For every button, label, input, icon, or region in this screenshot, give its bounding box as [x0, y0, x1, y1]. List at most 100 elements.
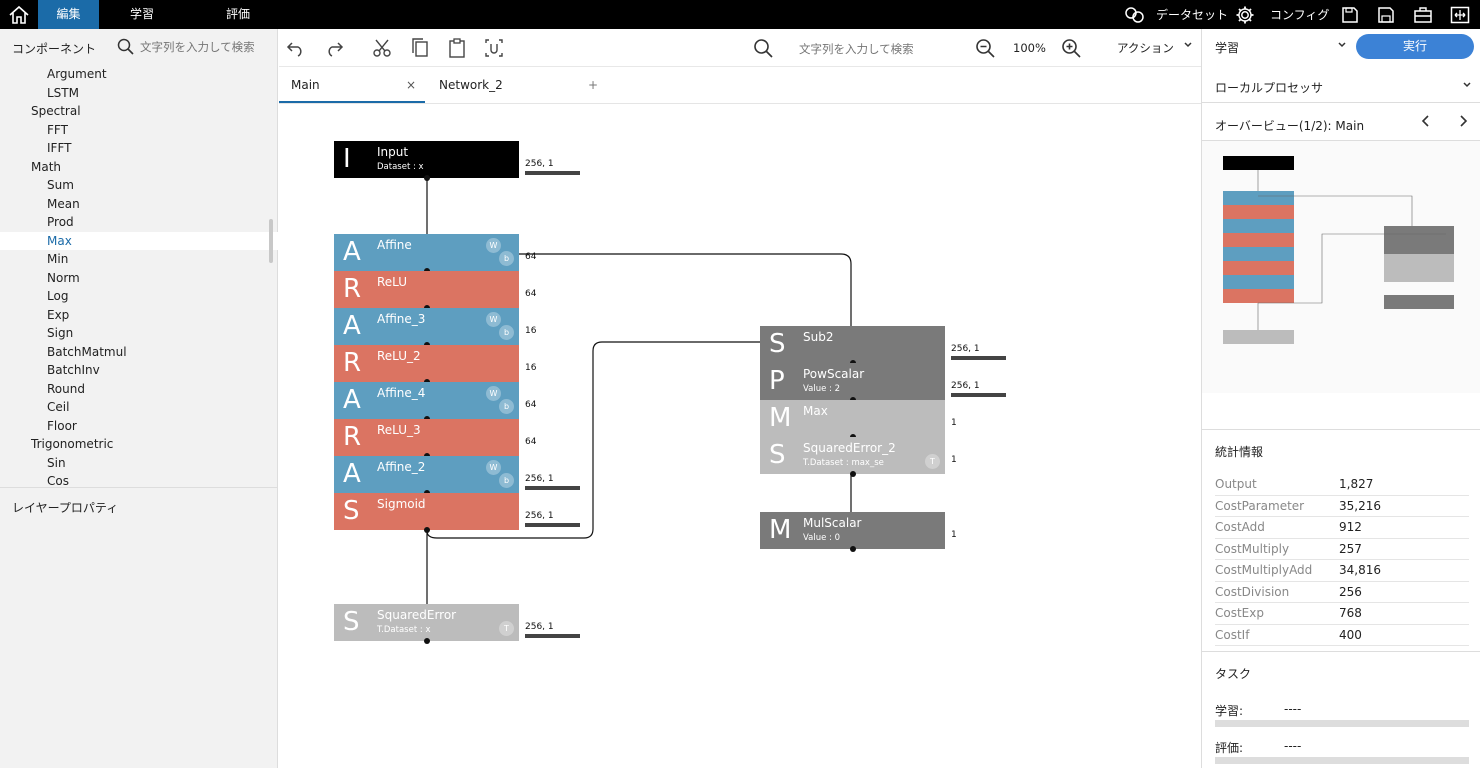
copy-icon[interactable] — [408, 36, 432, 60]
zoom-in-icon[interactable] — [1059, 36, 1083, 60]
layer-letter: A — [343, 385, 361, 415]
menu-train[interactable]: 学習 — [129, 7, 154, 21]
tree-item[interactable]: Exp — [47, 307, 70, 322]
output-port[interactable] — [850, 546, 856, 552]
network-tabs: Main × Network_2 + — [279, 67, 1201, 104]
dataset-label[interactable]: データセット — [1156, 8, 1229, 22]
menu-evaluate[interactable]: 評価 — [225, 7, 250, 21]
tree-item[interactable]: Ceil — [47, 400, 70, 414]
tree-item[interactable]: Sin — [47, 455, 66, 470]
eval-progress-bar — [1215, 757, 1469, 764]
tree-item[interactable]: Log — [47, 289, 69, 303]
target-badge[interactable]: T — [499, 621, 514, 636]
output-port[interactable] — [424, 638, 430, 644]
overview-minimap[interactable] — [1202, 141, 1480, 393]
processor-select[interactable]: ローカルプロセッサ — [1202, 67, 1480, 103]
tree-item[interactable]: Spectral — [31, 104, 81, 118]
action-menu[interactable]: アクション — [1117, 40, 1192, 56]
cut-icon[interactable] — [370, 36, 394, 60]
save-as-icon[interactable] — [1374, 3, 1398, 27]
zoom-out-icon[interactable] — [973, 36, 997, 60]
tree-item[interactable]: Norm — [47, 270, 80, 285]
tree-item[interactable]: Max — [0, 231, 278, 250]
tree-scrollbar[interactable] — [269, 219, 273, 263]
canvas-search-input[interactable] — [799, 40, 959, 58]
bias-badge[interactable]: b — [499, 399, 514, 414]
tree-item[interactable]: Round — [47, 381, 85, 396]
zoom-level: 100% — [1013, 41, 1046, 55]
bias-badge[interactable]: b — [499, 473, 514, 488]
tree-item[interactable]: Prod — [47, 215, 74, 229]
close-icon[interactable]: × — [406, 78, 417, 92]
tree-item[interactable]: Cos — [47, 474, 69, 487]
tree-item[interactable]: Min — [47, 252, 69, 266]
target-badge[interactable]: T — [925, 454, 940, 469]
tree-item[interactable]: Math — [31, 159, 62, 174]
task-eval-label: 評価: — [1215, 741, 1244, 755]
briefcase-icon[interactable] — [1411, 3, 1435, 27]
shape-bar — [951, 356, 1006, 360]
tree-item[interactable]: Floor — [47, 418, 77, 433]
layer-name: ReLU_2 — [377, 349, 421, 363]
tree-item[interactable]: Mean — [47, 196, 80, 211]
weight-badge[interactable]: W — [486, 238, 501, 253]
tree-item[interactable]: Argument — [47, 67, 107, 81]
unit-icon[interactable] — [482, 36, 506, 60]
mode-select[interactable]: 学習 — [1215, 39, 1346, 56]
search-icon[interactable] — [117, 38, 134, 58]
fit-screen-icon[interactable] — [1448, 3, 1472, 27]
bias-badge[interactable]: b — [499, 325, 514, 340]
tree-item[interactable]: Sum — [47, 178, 74, 192]
home-icon[interactable] — [0, 0, 38, 29]
paste-icon[interactable] — [445, 36, 469, 60]
add-tab-icon[interactable]: + — [588, 78, 599, 92]
tree-item[interactable]: FFT — [47, 122, 68, 137]
tree-item[interactable]: Trigonometric — [31, 437, 114, 451]
weight-badge[interactable]: W — [486, 312, 501, 327]
output-port[interactable] — [424, 175, 430, 181]
tree-item[interactable]: BatchMatmul — [47, 344, 127, 359]
dataset-icon[interactable] — [1123, 3, 1147, 27]
output-port[interactable] — [424, 527, 430, 533]
tree-item[interactable]: LSTM — [47, 85, 79, 100]
undo-icon[interactable] — [284, 36, 308, 60]
gear-icon[interactable] — [1233, 3, 1257, 27]
run-button[interactable]: 実行 — [1356, 34, 1474, 59]
chevron-left-icon[interactable] — [1420, 114, 1432, 131]
component-search-input[interactable] — [140, 38, 270, 56]
output-port[interactable] — [850, 471, 856, 477]
save-icon[interactable] — [1338, 3, 1362, 27]
layer-letter: M — [769, 515, 792, 545]
bias-badge[interactable]: b — [499, 251, 514, 266]
tab-network-2[interactable]: Network_2 + — [439, 67, 598, 103]
tree-item[interactable]: IFFT — [47, 141, 72, 155]
redo-icon[interactable] — [322, 36, 346, 60]
weight-badge[interactable]: W — [486, 460, 501, 475]
chevron-right-icon[interactable] — [1457, 114, 1469, 131]
menu-edit[interactable]: 編集 — [38, 0, 99, 29]
tree-item[interactable]: BatchInv — [47, 363, 100, 377]
tree-item[interactable]: Sign — [47, 326, 74, 340]
canvas-search-icon[interactable] — [751, 36, 775, 60]
weight-badge[interactable]: W — [486, 386, 501, 401]
tab-main[interactable]: Main × — [279, 67, 425, 103]
config-label[interactable]: コンフィグ — [1270, 8, 1330, 22]
